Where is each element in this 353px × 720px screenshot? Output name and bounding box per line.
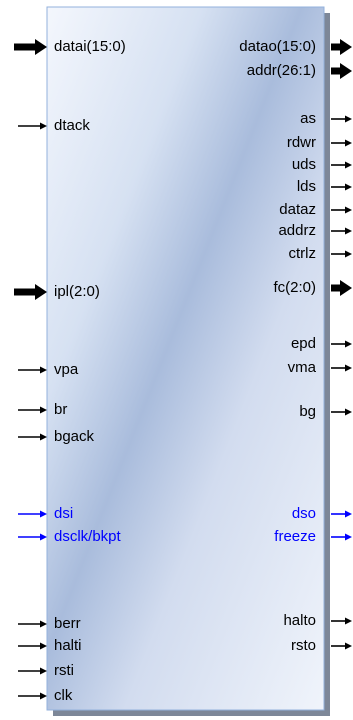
input-rsti-arrow	[18, 667, 47, 675]
output-addrz-arrow	[331, 227, 352, 235]
output-ctrlz-arrow	[331, 250, 352, 258]
input-clk-arrow	[18, 692, 47, 700]
input-berr-label: berr	[54, 615, 81, 632]
output-rsto-arrow	[331, 642, 352, 650]
input-vpa-arrow	[18, 366, 47, 374]
output-halto-arrow	[331, 617, 352, 625]
output-datao-15-0-arrow	[331, 39, 352, 55]
input-bgack-arrow	[18, 433, 47, 441]
output-addr-26-1-arrow	[331, 63, 352, 79]
output-ctrlz-label: ctrlz	[288, 245, 317, 262]
output-addrz-label: addrz	[278, 222, 316, 239]
output-as-arrow	[331, 115, 352, 123]
input-datai-15-0-label: datai(15:0)	[54, 38, 126, 55]
output-epd-label: epd	[290, 335, 316, 352]
output-epd-arrow	[331, 340, 352, 348]
output-vma-label: vma	[287, 359, 316, 376]
output-halto-label: halto	[283, 612, 316, 629]
input-vpa-label: vpa	[54, 361, 79, 378]
output-lds-label: lds	[296, 178, 316, 195]
input-bgack-label: bgack	[54, 428, 95, 445]
input-berr-arrow	[18, 620, 47, 628]
output-bg-label: bg	[299, 403, 316, 420]
input-dtack-arrow	[18, 122, 47, 130]
signal-lines	[14, 39, 352, 700]
output-bg-arrow	[331, 408, 352, 416]
output-freeze-arrow	[331, 533, 352, 541]
output-rdwr-label: rdwr	[286, 134, 316, 151]
block-body	[46, 6, 325, 711]
output-dso-label: dso	[291, 505, 316, 522]
input-halti-label: halti	[54, 637, 82, 654]
output-dso-arrow	[331, 510, 352, 518]
output-dataz-arrow	[331, 206, 352, 214]
output-vma-arrow	[331, 364, 352, 372]
output-rdwr-arrow	[331, 139, 352, 147]
input-clk-label: clk	[54, 687, 73, 704]
output-freeze-label: freeze	[274, 528, 316, 545]
input-ipl-2-0-label: ipl(2:0)	[54, 283, 100, 300]
output-uds-label: uds	[291, 156, 316, 173]
output-datao-15-0-label: datao(15:0)	[239, 38, 316, 55]
input-halti-arrow	[18, 642, 47, 650]
output-lds-arrow	[331, 183, 352, 191]
input-dsclk-bkpt-arrow	[18, 533, 47, 541]
output-addr-26-1-label: addr(26:1)	[246, 62, 316, 79]
input-dsi-arrow	[18, 510, 47, 518]
output-uds-arrow	[331, 161, 352, 169]
output-as-label: as	[300, 110, 316, 127]
output-fc-2-0-arrow	[331, 280, 352, 296]
input-br-arrow	[18, 406, 47, 414]
output-dataz-label: dataz	[279, 201, 316, 218]
input-rsti-label: rsti	[54, 662, 74, 679]
input-br-label: br	[54, 401, 68, 418]
input-datai-15-0-arrow	[14, 39, 47, 55]
output-fc-2-0-label: fc(2:0)	[273, 279, 316, 296]
input-ipl-2-0-arrow	[14, 284, 47, 300]
input-dtack-label: dtack	[54, 117, 90, 134]
input-dsclk-bkpt-label: dsclk/bkpt	[54, 528, 121, 545]
output-rsto-label: rsto	[290, 637, 316, 654]
input-dsi-label: dsi	[54, 505, 74, 522]
